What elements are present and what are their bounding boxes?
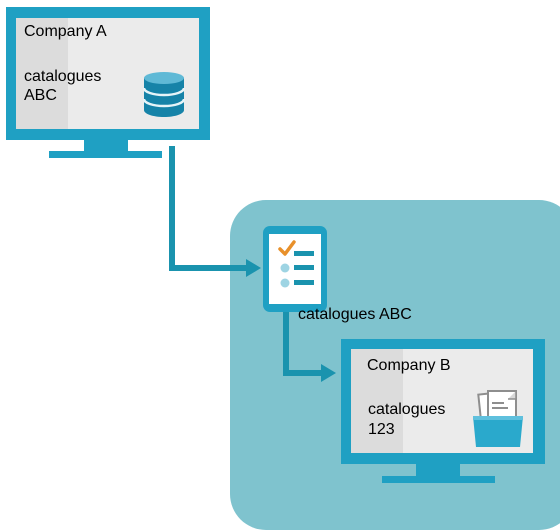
tablet-device <box>263 226 327 312</box>
folder-documents-icon <box>473 390 523 447</box>
company-a-catalog-line2: ABC <box>24 87 57 104</box>
checklist-document-icon <box>278 240 314 288</box>
company-b-stand-base <box>382 476 495 483</box>
company-a-title: Company A <box>24 23 107 40</box>
arrow-catalog-to-company-b <box>283 296 336 382</box>
check-mark-icon <box>278 240 296 256</box>
company-a-catalog-line1: catalogues <box>24 68 102 85</box>
company-b-catalog-line1: catalogues <box>368 401 446 418</box>
company-b-title: Company B <box>367 357 451 374</box>
company-b-catalog-line2: 123 <box>368 421 395 438</box>
company-a-stand-neck <box>84 140 128 152</box>
transfer-label: catalogues ABC <box>298 306 412 323</box>
flow-arrows <box>169 146 336 382</box>
database-icon <box>142 72 186 117</box>
arrow-company-a-to-catalog <box>169 146 261 277</box>
company-b-screen-panel <box>351 349 403 453</box>
company-a-stand-base <box>49 151 162 158</box>
company-a-screen-panel <box>16 18 68 129</box>
company-b-stand-neck <box>416 464 460 476</box>
